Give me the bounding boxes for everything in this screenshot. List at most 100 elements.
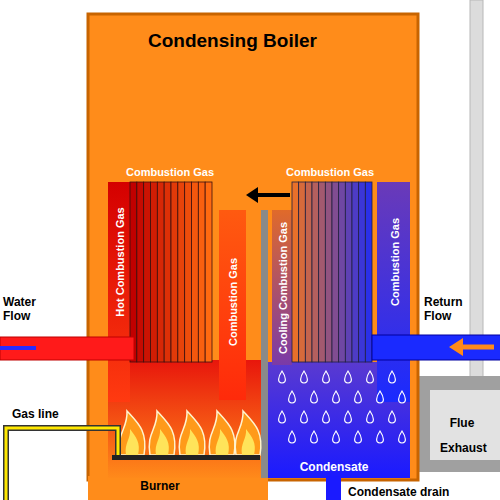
water-drop (355, 391, 362, 403)
burner-bar (112, 455, 260, 460)
title-holder: Condensing Boiler (148, 30, 317, 52)
water-drop (345, 411, 352, 423)
label-holder: Burner (140, 476, 179, 494)
water-drop (377, 431, 384, 443)
pipe-label: Return Flow (424, 296, 484, 324)
flue-box (418, 376, 500, 472)
return-arrowhead (449, 338, 463, 356)
water-drop (279, 411, 286, 423)
fin (339, 182, 346, 362)
label-holder: Combustion Gas (385, 218, 403, 306)
gas-column (219, 210, 246, 400)
water-drop (289, 391, 296, 403)
part-label: Condensate drain (348, 486, 449, 500)
gas-label: Combustion Gas (126, 166, 214, 179)
fin (178, 182, 185, 362)
label-holder: Water Flow (3, 296, 53, 324)
fin (319, 182, 326, 362)
hot-gas-column (108, 182, 130, 402)
fin (325, 182, 332, 362)
fin (164, 182, 171, 362)
condensate-chamber (268, 362, 410, 478)
gas-column (377, 182, 410, 402)
fin (198, 182, 205, 362)
return-arrow (462, 345, 494, 350)
gas-line (6, 428, 118, 500)
label-holder: Flue (450, 413, 475, 431)
fin (151, 182, 158, 362)
flames (119, 411, 261, 455)
water-drop (367, 371, 374, 383)
flame-core (242, 429, 255, 455)
flame (119, 411, 145, 455)
water-drop (289, 431, 296, 443)
flame-core (156, 429, 169, 455)
fin (352, 182, 359, 362)
cooling-gas-column (272, 210, 292, 365)
fin (292, 182, 299, 362)
water-drop (323, 371, 330, 383)
fin (157, 182, 164, 362)
flow-arrow (256, 193, 290, 197)
water-drop (389, 411, 396, 423)
fin (299, 182, 306, 362)
fin (130, 182, 137, 362)
flame (149, 411, 175, 455)
gas-label: Cooling Combustion Gas (277, 222, 290, 354)
label-holder: Hot Combustion Gas (110, 207, 128, 316)
divider (261, 210, 268, 478)
fin (359, 182, 366, 362)
water-drop (323, 411, 330, 423)
water-drop (355, 431, 362, 443)
label-holder: Combustion Gas (223, 258, 241, 346)
exchanger-fins (130, 182, 372, 362)
water-drop (311, 431, 318, 443)
water-drop (333, 391, 340, 403)
water-drop (367, 411, 374, 423)
label-holder: Gas line (12, 404, 59, 422)
gas-label: Combustion Gas (286, 166, 374, 179)
label-holder: Return Flow (424, 296, 484, 324)
gas-label: Combustion Gas (227, 258, 240, 346)
return-pipe (372, 335, 500, 360)
gas-label: Hot Combustion Gas (114, 207, 127, 316)
flame-core (186, 429, 199, 455)
water-drop (333, 431, 340, 443)
part-label: Flue (450, 417, 475, 431)
water-drops (279, 371, 406, 443)
flue-pipe (470, 0, 483, 380)
flame (179, 411, 205, 455)
fin (192, 182, 199, 362)
water-drop (399, 431, 406, 443)
label-holder: Condensate drain (348, 482, 449, 500)
water-drop (301, 371, 308, 383)
diagram-title: Condensing Boiler (148, 30, 317, 52)
flow-pipe (0, 337, 134, 360)
flame-core (126, 429, 139, 455)
pipe-label: Water Flow (3, 296, 53, 324)
flame (235, 411, 261, 455)
fin (332, 182, 339, 362)
water-drop (301, 411, 308, 423)
label-holder: Cooling Combustion Gas (273, 222, 291, 354)
water-drop (377, 391, 384, 403)
part-label: Exhaust (440, 442, 487, 456)
fin (365, 182, 372, 362)
gas-line-fill (6, 428, 118, 500)
fin (171, 182, 178, 362)
fin (137, 182, 144, 362)
flow-pipe-mark (0, 346, 36, 350)
water-drop (389, 371, 396, 383)
flow-arrowhead (246, 187, 258, 203)
fin (144, 182, 151, 362)
boiler-housing (88, 14, 418, 480)
fin (305, 182, 312, 362)
condensate-drain (326, 476, 341, 500)
fin (205, 182, 212, 362)
fin (185, 182, 192, 362)
water-drop (311, 391, 318, 403)
boiler-lower (88, 476, 268, 500)
water-drop (399, 391, 406, 403)
